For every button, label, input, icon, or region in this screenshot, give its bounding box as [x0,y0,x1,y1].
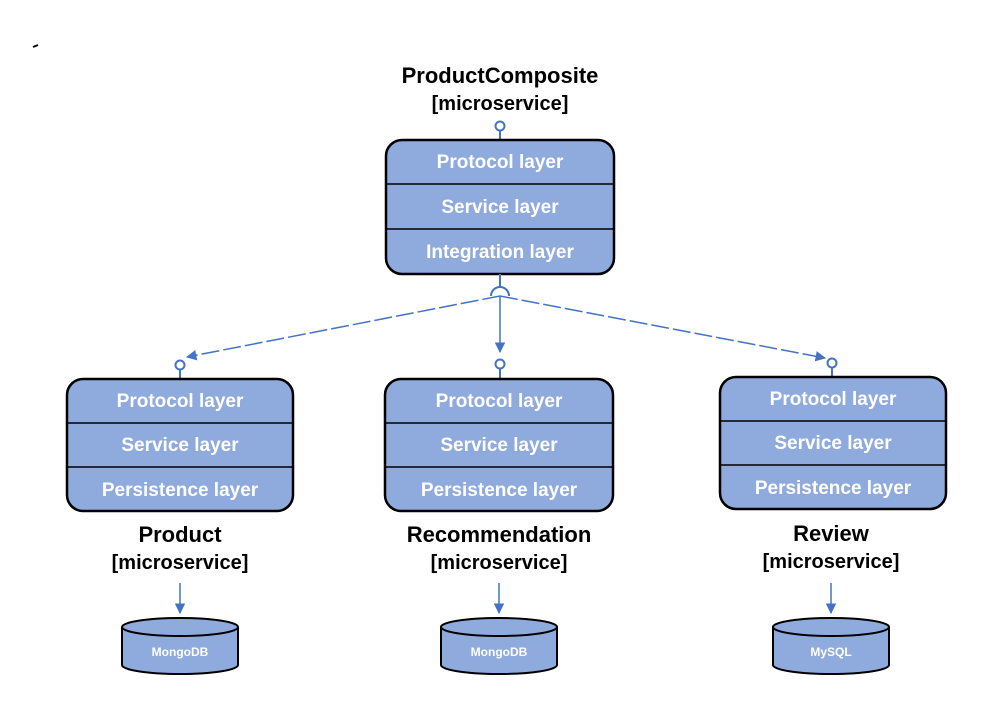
product-subtitle: [microservice] [112,552,249,574]
review-interface-icon [826,357,838,369]
review-layer-protocol: Protocol layer [770,389,897,410]
product-database-label: MongoDB [152,645,209,659]
recommendation-layer-persistence: Persistence layer [421,480,578,501]
recommendation-title: Recommendation [407,522,592,547]
composite-service: ProductComposite [microservice] Protocol… [384,63,616,297]
recommendation-interface-icon [494,358,506,370]
recommendation-subtitle: [microservice] [431,552,568,574]
review-database-label: MySQL [810,645,851,659]
product-layer-service: Service layer [121,435,239,456]
composite-layer-integration: Integration layer [426,242,574,263]
service-product: Protocol layer Service layer Persistence… [65,359,295,675]
product-database-icon [121,617,239,675]
service-recommendation: Protocol layer Service layer Persistence… [383,358,615,675]
product-box [65,377,295,513]
review-database-icon [772,617,890,675]
review-layer-persistence: Persistence layer [755,478,912,499]
product-layer-protocol: Protocol layer [117,391,244,412]
composite-layer-service: Service layer [441,197,559,218]
product-title: Product [138,522,222,547]
product-interface-icon [174,359,186,371]
composite-socket-icon [490,286,510,297]
composite-layer-protocol: Protocol layer [437,152,564,173]
recommendation-layer-service: Service layer [440,435,558,456]
connectors [185,295,827,362]
service-review: Protocol layer Service layer Persistence… [718,357,948,675]
review-box [718,375,948,511]
composite-title: ProductComposite [402,63,599,88]
review-title: Review [793,521,870,546]
corner-tick-mark [32,44,39,48]
composite-subtitle: [microservice] [432,93,569,115]
review-layer-service: Service layer [774,433,892,454]
composite-interface-icon [494,120,506,132]
recommendation-database-icon [440,617,558,675]
recommendation-database-label: MongoDB [471,645,528,659]
connector-to-product [185,295,501,361]
product-layer-persistence: Persistence layer [102,480,259,501]
recommendation-layer-protocol: Protocol layer [436,391,563,412]
connector-to-review [499,295,827,362]
review-subtitle: [microservice] [763,551,900,573]
recommendation-box [383,377,615,513]
